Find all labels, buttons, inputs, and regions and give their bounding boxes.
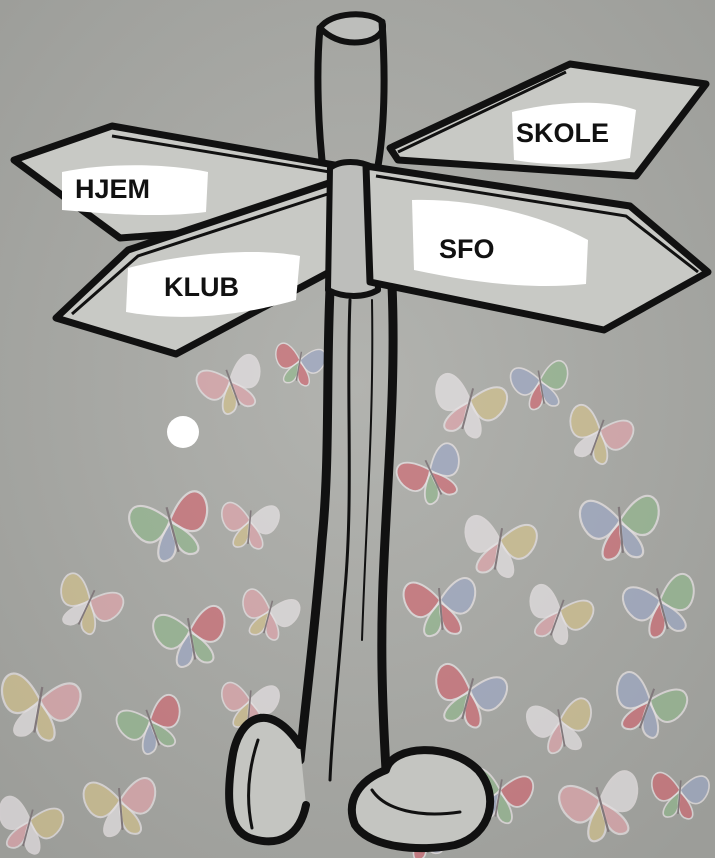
sign-skole-label: SKOLE [516, 118, 609, 148]
sign-hjem-label: HJEM [75, 174, 150, 204]
sign-sfo-label: SFO [439, 234, 495, 264]
white-dot [167, 416, 199, 448]
sign-klub-label: KLUB [164, 272, 239, 302]
